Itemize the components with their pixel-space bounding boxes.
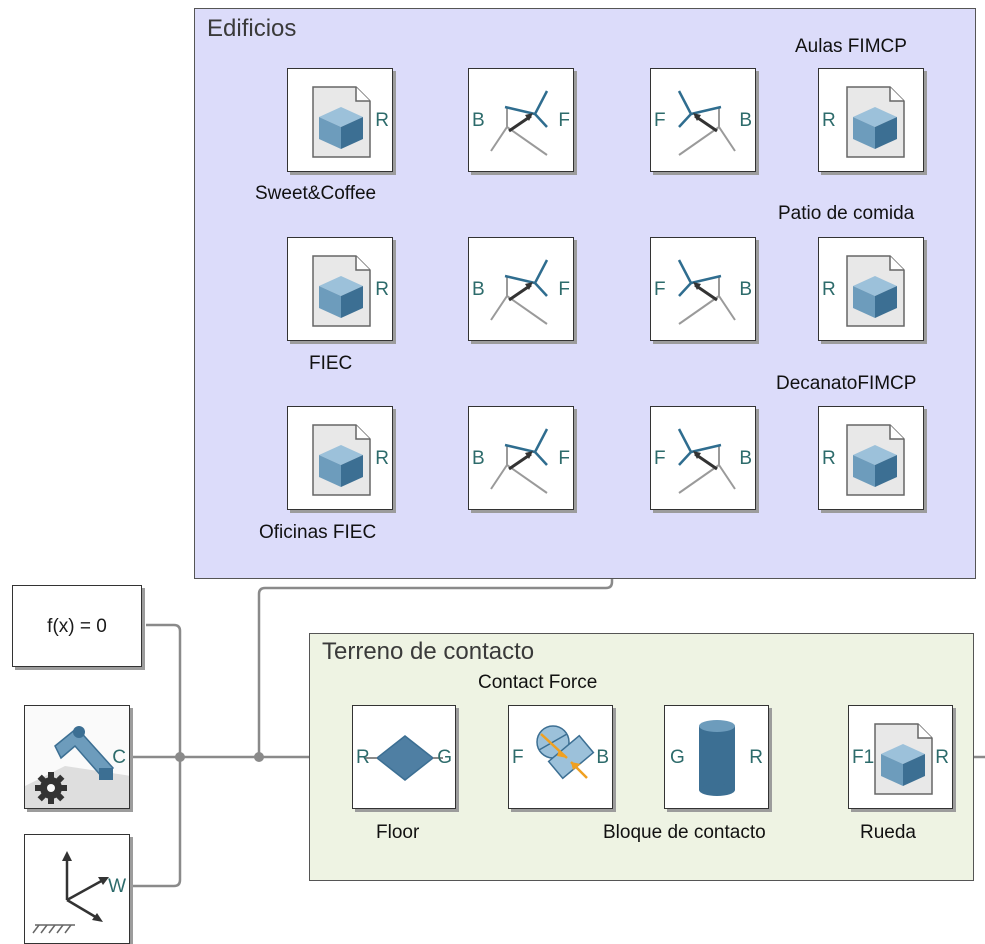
port-b: B [596, 747, 609, 768]
label-fiec: FIEC [309, 353, 353, 374]
rigid-transform-block[interactable]: B F [468, 406, 574, 510]
port-b: B [472, 448, 485, 469]
cube-file-icon [312, 255, 371, 327]
port-f: F [558, 448, 570, 469]
port-b: B [472, 110, 485, 131]
rigid-transform-block[interactable]: B F [468, 68, 574, 172]
file-solid-block[interactable]: R [287, 68, 393, 172]
file-solid-block[interactable]: R [287, 406, 393, 510]
cylinder-solid-block[interactable]: G R [664, 705, 769, 809]
frame-transform-icon [490, 259, 549, 325]
robot-arm-gear-icon [25, 726, 129, 808]
file-solid-block[interactable]: R [818, 68, 924, 172]
label-rueda: Rueda [860, 822, 916, 843]
port-b: B [739, 448, 752, 469]
rigid-transform-block[interactable]: B F [468, 237, 574, 341]
rigid-transform-block[interactable]: F B [650, 406, 756, 510]
label-patio-comida: Patio de comida [778, 203, 915, 224]
port-r: R [749, 747, 763, 768]
port-f: F [654, 110, 666, 131]
label-floor: Floor [376, 822, 420, 843]
file-solid-block[interactable]: R [287, 237, 393, 341]
file-solid-block[interactable]: R [818, 406, 924, 510]
frame-transform-icon [677, 428, 736, 494]
file-solid-block[interactable]: R [818, 237, 924, 341]
label-sweet-coffee: Sweet&Coffee [255, 183, 377, 204]
cube-file-icon [846, 255, 905, 327]
port-f: F [654, 279, 666, 300]
port-r: R [935, 747, 949, 768]
port-r: R [356, 747, 370, 768]
rigid-transform-block[interactable]: F B [650, 68, 756, 172]
rigid-transform-block[interactable]: F B [650, 237, 756, 341]
port-r: R [822, 279, 836, 300]
terreno-title: Terreno de contacto [322, 638, 535, 665]
label-bloque-contacto: Bloque de contacto [603, 822, 766, 843]
label-aulas-fimcp: Aulas FIMCP [795, 36, 907, 57]
port-f1: F1 [852, 747, 875, 768]
label-oficinas-fiec: Oficinas FIEC [259, 522, 377, 543]
cylinder-icon [699, 720, 735, 796]
edificios-title: Edificios [207, 15, 297, 42]
contact-force-block[interactable]: F B [508, 705, 613, 809]
file-solid-block[interactable]: F1 R [848, 705, 953, 809]
cube-file-icon [874, 723, 933, 795]
port-f: F [654, 448, 666, 469]
solver-expression: f(x) = 0 [47, 616, 107, 637]
solver-configuration-block[interactable]: f(x) = 0 [12, 585, 142, 667]
port-b: B [739, 279, 752, 300]
port-r: R [375, 279, 389, 300]
label-contact-force: Contact Force [478, 672, 598, 693]
cube-file-icon [846, 86, 905, 158]
frame-transform-icon [490, 428, 549, 494]
cube-file-icon [846, 424, 905, 496]
port-f: F [558, 110, 570, 131]
cube-file-icon [312, 86, 371, 158]
port-g: G [670, 747, 685, 768]
mechanism-configuration-block[interactable]: C [24, 705, 130, 809]
world-frame-block[interactable]: W [24, 834, 130, 944]
port-w: W [108, 876, 126, 897]
diamond-plane-icon [365, 735, 443, 781]
port-b: B [739, 110, 752, 131]
port-b: B [472, 279, 485, 300]
floor-block[interactable]: R G [352, 705, 456, 809]
port-f: F [558, 279, 570, 300]
port-r: R [375, 448, 389, 469]
port-f: F [512, 747, 524, 768]
world-frame-icon [32, 851, 109, 934]
port-r: R [822, 110, 836, 131]
port-r: R [375, 110, 389, 131]
port-c: C [112, 747, 126, 768]
frame-transform-icon [677, 259, 736, 325]
frame-transform-icon [677, 90, 736, 156]
label-decanato-fimcp: DecanatoFIMCP [776, 373, 917, 394]
port-r: R [822, 448, 836, 469]
port-g: G [437, 747, 452, 768]
contact-force-icon [536, 725, 595, 780]
frame-transform-icon [490, 90, 549, 156]
cube-file-icon [312, 424, 371, 496]
